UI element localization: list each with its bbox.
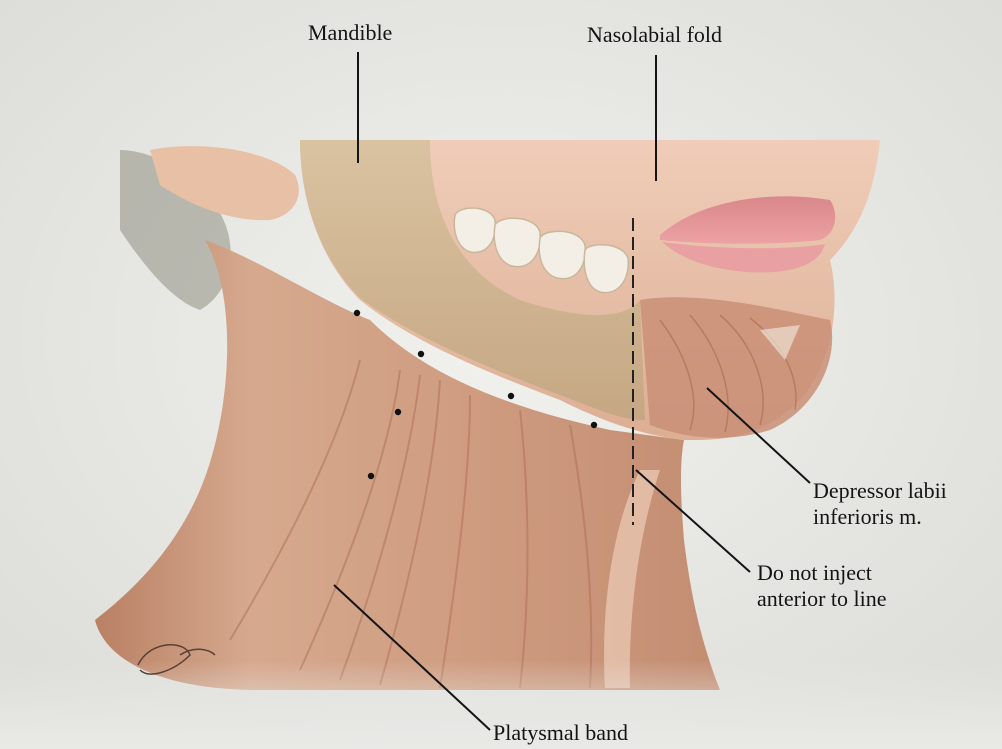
no-inject-label-line1: Do not inject <box>757 560 887 586</box>
injection-point <box>418 351 424 357</box>
depressor-labii-label: Depressor labii inferioris m. <box>813 478 947 530</box>
no-inject-label-line2: anterior to line <box>757 586 887 612</box>
platysmal-band-label: Platysmal band <box>493 720 628 746</box>
injection-point <box>368 473 374 479</box>
depressor-label-line1: Depressor labii <box>813 478 947 504</box>
injection-point <box>508 393 514 399</box>
mandible-label: Mandible <box>308 20 392 46</box>
do-not-inject-label: Do not inject anterior to line <box>757 560 887 612</box>
nasolabial-fold-label: Nasolabial fold <box>587 22 722 48</box>
injection-point <box>395 409 401 415</box>
injection-point <box>354 310 360 316</box>
depressor-label-line2: inferioris m. <box>813 504 947 530</box>
injection-point <box>591 422 597 428</box>
